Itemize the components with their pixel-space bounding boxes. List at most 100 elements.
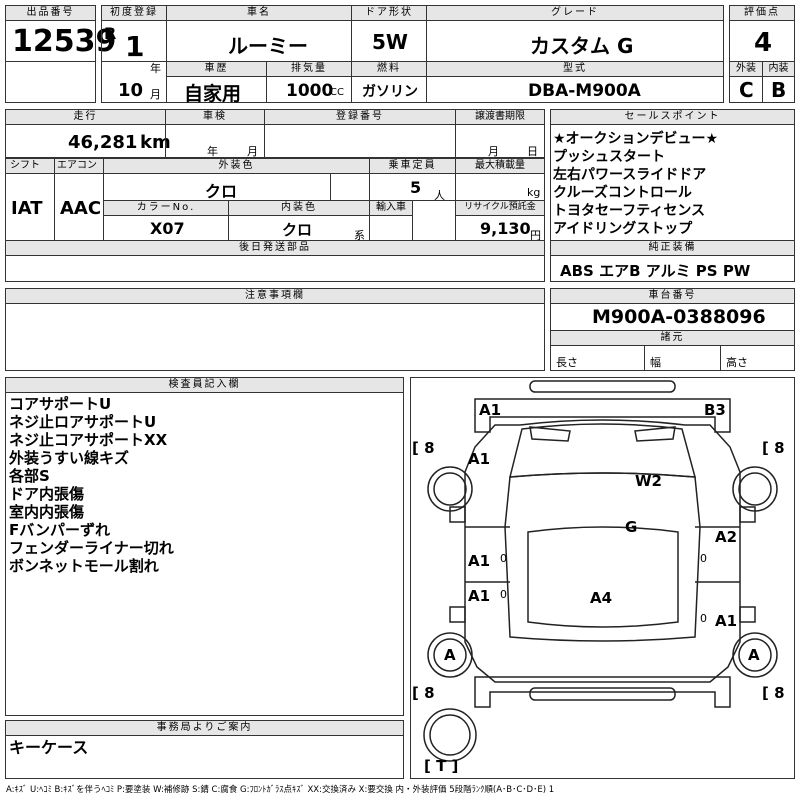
equipment-header: 純正装備 [550,240,795,256]
inspector-header: 検査員記入欄 [5,377,404,393]
exterior-grade: C [739,78,754,102]
max-load-header: 最大積載量 [455,158,545,174]
reg-no-header: 登録番号 [264,109,456,125]
transfer-cell [455,124,545,158]
wheel-rl [427,632,473,678]
import-cell-2 [412,200,456,241]
int-color: クロ [282,221,313,239]
lot-number-header: 出品番号 [5,5,96,21]
spare-tire [423,708,477,762]
sales-point-item: 左右パワースライドドア [553,167,707,183]
inspector-notes: コアサポートU ネジ止ロアサポートU ネジ止コアサポートXX 外装うすい線キズ … [9,395,174,575]
spare-label: [ T ] [424,757,459,775]
mark-front-bumper: A1 [479,401,502,419]
era: R [104,24,117,43]
inspection-header: 車検 [165,109,265,125]
shift-header: シフト [5,158,55,174]
specs-header: 諸元 [550,330,795,346]
inspection-month-unit: 月 [247,145,258,158]
office-header: 事務局よりご案内 [5,720,404,736]
wheel-rr [732,632,778,678]
car-diagram-frame [410,377,795,779]
int-color-unit: 系 [354,229,365,242]
chassis-header: 車台番号 [550,288,795,304]
displacement-unit: CC [330,87,344,98]
import-cell [369,215,413,241]
mark-windshield: G [625,518,638,536]
inspector-note: コアサポートU [9,395,112,413]
fuel: ガソリン [362,84,418,100]
inspector-note: フェンダーライナー切れ [9,539,174,557]
mark-left-front-door: A1 [468,552,491,570]
load-unit: kg [527,186,541,199]
sales-point-list: ★オークションデビュー★ プッシュスタート 左右パワースライドドア クルーズコン… [553,130,793,238]
mark-bonnet: W2 [635,472,662,490]
lot-number: 12539 [12,24,117,59]
inspector-note: ドア内張傷 [9,485,85,503]
ext-color-cell-2 [330,173,370,201]
chassis-number: M900A-0388096 [592,306,766,328]
reg-no-cell [264,124,456,158]
displacement-header: 排気量 [266,61,352,77]
front-bumper-shape [474,398,731,433]
inspector-note: 外装うすい線キズ [9,449,130,467]
interior-grade-header: 内装 [762,61,795,77]
model: DBA-M900A [528,81,641,101]
door: 5W [372,30,408,54]
capacity: 5 [410,178,422,197]
spec-height-cell [720,345,795,371]
office-note: キーケース [9,738,89,757]
interior-grade: B [771,78,787,102]
fuel-header: 燃料 [351,61,427,77]
reg-year: 1 [125,30,145,63]
reg-year-unit: 年 [150,62,161,75]
reg-month-unit: 月 [150,88,161,101]
color-no-header: カラーNo. [103,200,229,216]
zero-mark: 0 [500,552,507,565]
wheel-fr [732,466,778,512]
ext-color: クロ [205,182,238,201]
bonnet-outline [509,423,697,478]
caution-header: 注意事項欄 [5,288,545,304]
mark-right-front-door: A2 [715,528,738,546]
spec-height: 高さ [726,356,748,369]
int-color-header: 内装色 [228,200,370,216]
equipment-cell [550,255,795,282]
tread-fr: [ 8 [762,439,785,457]
history-header: 車歴 [166,61,267,77]
rear-bumper-outline [529,687,676,701]
score-header: 評価点 [729,5,795,21]
transfer-day-unit: 日 [527,145,538,158]
tread-fl: [ 8 [412,439,435,457]
mark-left-rear-wheel: A [444,646,456,664]
recycle-header: リサイクル預託金 [455,200,545,216]
ext-color-header: 外装色 [103,158,370,174]
transfer-month-unit: 月 [488,145,499,158]
grade-header: グレード [426,5,724,21]
cabin-outline [504,472,701,642]
mileage: 46,281 [68,132,138,153]
recycle-unit: 円 [530,229,541,242]
car-name-header: 車名 [166,5,352,21]
mark-roof: A4 [590,589,613,607]
wheel-fl [427,466,473,512]
roof-outline [527,526,679,628]
zero-mark: 0 [700,612,707,625]
mark-left-front-fender: A1 [468,450,491,468]
rear-bumper-shape [474,676,731,708]
grade: カスタム G [530,34,634,58]
inspector-note: ボンネットモール割れ [9,557,159,575]
ac: AAC [60,198,102,219]
legend: A:ｷｽﾞ U:ﾍｺﾐ B:ｷｽﾞを伴うﾍｺﾐ P:要塗装 W:補修跡 S:錆 … [6,785,555,795]
color-no: X07 [150,219,185,238]
sales-point-item: クルーズコントロール [553,185,692,201]
import-header: 輸入車 [369,200,413,216]
zero-mark: 0 [700,552,707,565]
ac-header: エアコン [54,158,104,174]
model-header: 型式 [426,61,724,77]
recycle: 9,130 [480,219,531,238]
mark-right-rear-door: A1 [715,612,738,630]
inspector-note: Fバンパーずれ [9,521,110,539]
shift: IAT [11,198,43,219]
sales-point-item: トヨタセーフティセンス [553,203,706,219]
